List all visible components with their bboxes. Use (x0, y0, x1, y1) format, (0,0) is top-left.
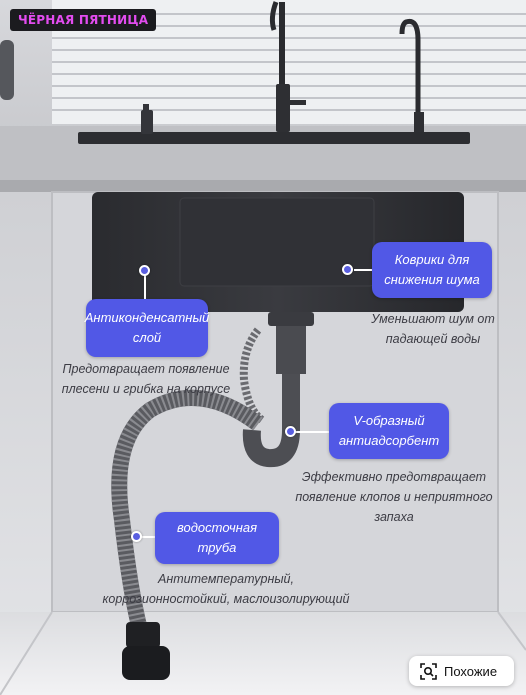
callout-title: водосточная труба (176, 520, 258, 555)
callout-drain-pipe: водосточная труба (155, 512, 279, 564)
callout-description: Антитемпературный, коррозионностойкий, м… (102, 572, 350, 606)
marker-dot (131, 531, 142, 542)
similar-button-label: Похожие (444, 663, 498, 679)
marker-dot (139, 265, 150, 276)
marker-dot (342, 264, 353, 275)
callout-v-trap: V-образный антиадсорбент (329, 403, 449, 459)
connector-line (295, 431, 329, 433)
callout-title: Антиконденсатный слой (84, 310, 210, 345)
promo-badge: ЧЁРНАЯ ПЯТНИЦА (10, 9, 157, 31)
callout-title: V-образный антиадсорбент (338, 413, 440, 448)
callout-anti-condensate: Антиконденсатный слой (84, 299, 210, 357)
callout-title: Коврики для снижения шума (384, 252, 480, 287)
similar-button[interactable]: Похожие (409, 656, 514, 686)
visual-search-icon (420, 662, 437, 680)
marker-dot (285, 426, 296, 437)
callout-description: Эффективно предотвращает появление клопо… (295, 470, 493, 524)
callout-description: Предотвращает появление плесени и грибка… (61, 362, 231, 396)
connector-line (141, 536, 155, 538)
connector-line (354, 269, 374, 271)
callout-noise-mats: Коврики для снижения шума (372, 242, 492, 298)
callout-description: Уменьшают шум от падающей воды (371, 312, 495, 346)
connector-line (144, 275, 146, 299)
